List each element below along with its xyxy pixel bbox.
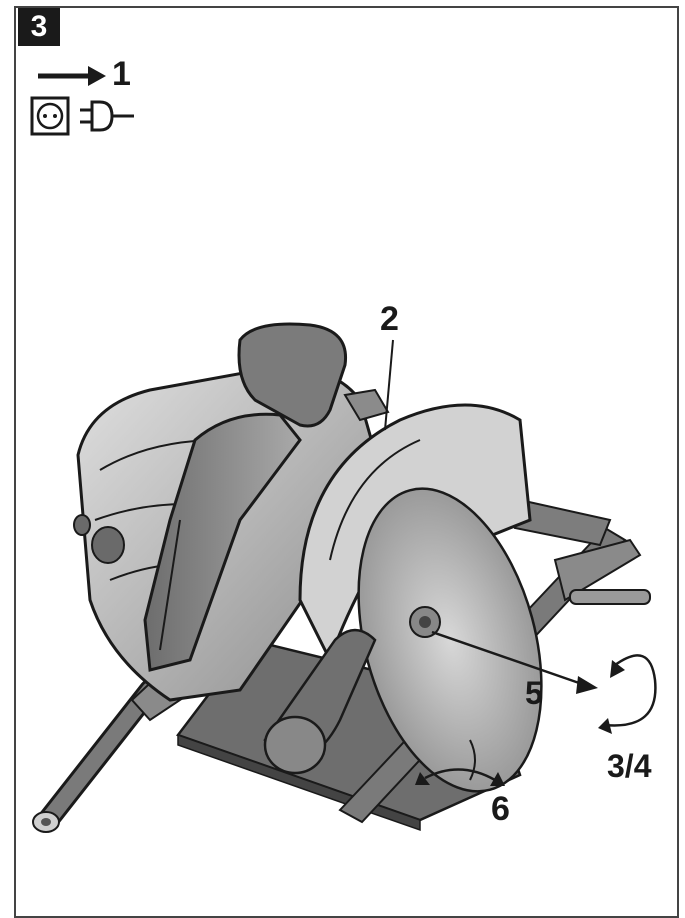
arrow-right-icon — [38, 66, 106, 86]
callout-label-1: 1 — [112, 55, 131, 93]
saw-handle — [143, 322, 348, 672]
saw-blade — [357, 487, 543, 793]
power-socket-icon — [30, 96, 70, 136]
power-plug-icon — [80, 100, 134, 132]
tilt-arrow-icon — [415, 739, 505, 786]
step-badge: 3 — [18, 8, 60, 46]
rotation-arrow-icon — [598, 654, 657, 734]
callout-lines — [431, 630, 598, 694]
front-knob — [263, 628, 377, 775]
depth-lever — [343, 339, 394, 431]
callout-label-2: 2 — [380, 300, 399, 338]
callout-label-3-4: 3/4 — [607, 748, 652, 784]
callout-label-6: 6 — [491, 790, 510, 828]
callout-label-5: 5 — [525, 675, 543, 711]
